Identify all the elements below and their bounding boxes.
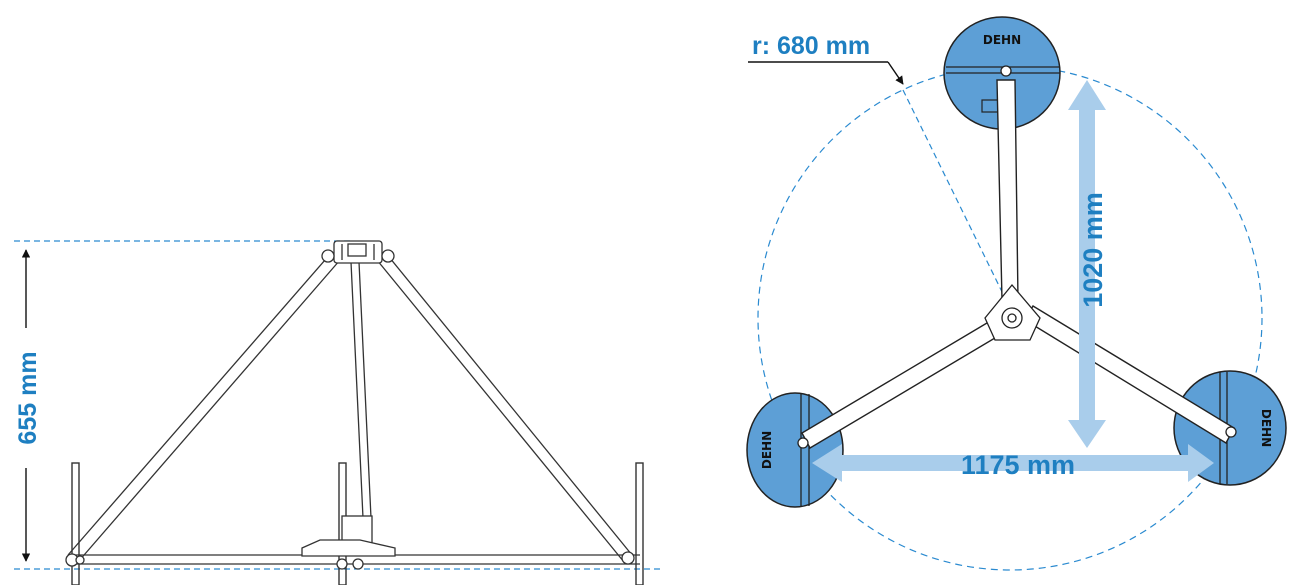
radius-dashed-circle: [757, 65, 1263, 571]
vertical-dimension-label: 1020 mm: [1078, 192, 1108, 308]
tripod-legs: [67, 251, 633, 563]
weight-left: DEHN: [746, 392, 844, 508]
radius-leader-arrow: [887, 61, 904, 85]
weight-left-brand: DEHN: [760, 431, 774, 469]
horizontal-dimension-arrow: [812, 444, 1214, 482]
tripod-arms: [801, 79, 1235, 449]
vertical-dimension-arrow: [1068, 80, 1106, 448]
radius-label: r: 680 mm: [752, 32, 870, 60]
height-dimension-label: 655 mm: [14, 351, 42, 444]
weight-right-brand: DEHN: [1259, 409, 1273, 447]
base-clamp: [65, 515, 635, 570]
radius-dashed-line: [902, 89, 1007, 301]
side-view: 655 mm: [14, 240, 660, 585]
horizontal-dimension-label: 1175 mm: [961, 450, 1075, 480]
tripod-head: [321, 240, 395, 264]
top-view: DEHN DEHN DEHN: [746, 16, 1287, 571]
tripod-hub: [797, 65, 1237, 449]
weight-top-brand: DEHN: [983, 33, 1021, 47]
